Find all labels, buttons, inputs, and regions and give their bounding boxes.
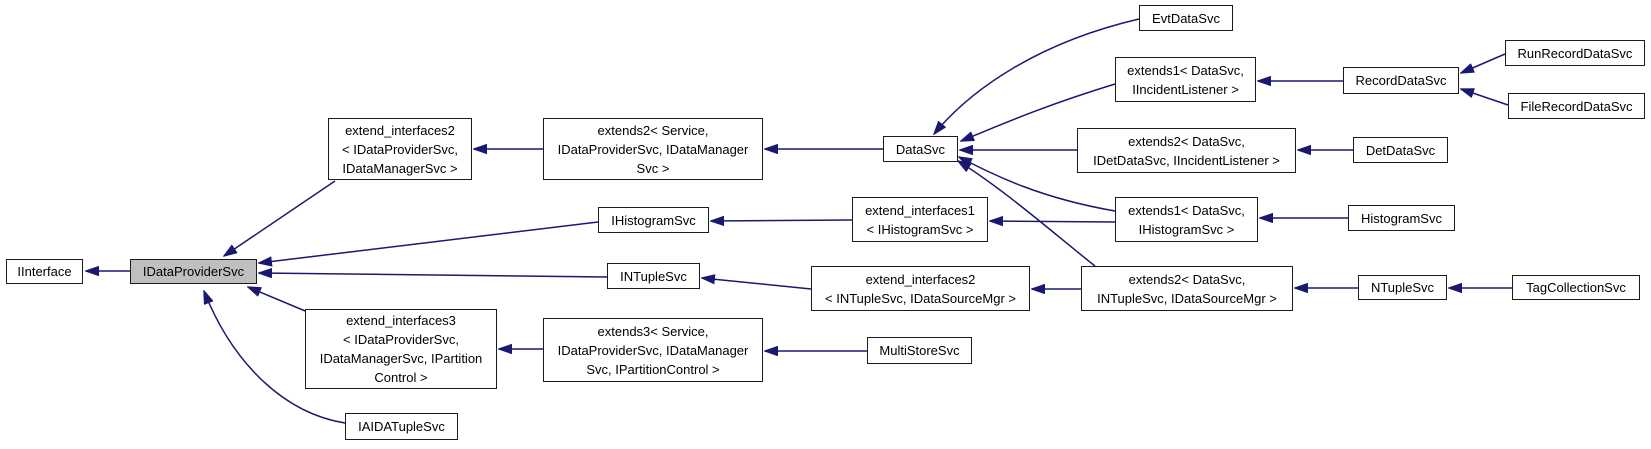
- class-node-extend-interfaces2-provider[interactable]: extend_interfaces2 < IDataProviderSvc, I…: [328, 118, 472, 180]
- edge-extendinterfaces1-to-ihistogramsvc: [711, 220, 853, 221]
- class-node-ihistogramsvc[interactable]: IHistogramSvc: [598, 207, 709, 233]
- class-node-recorddatasvc[interactable]: RecordDataSvc: [1343, 67, 1459, 94]
- class-node-datasvc[interactable]: DataSvc: [883, 136, 958, 162]
- class-node-extends2-ntuple[interactable]: extends2< DataSvc, INTupleSvc, IDataSour…: [1081, 266, 1293, 311]
- class-node-multistoresvc[interactable]: MultiStoreSvc: [867, 337, 972, 364]
- edge-runrecorddatasvc-to-recorddatasvc: [1461, 53, 1506, 73]
- class-node-extends3-service[interactable]: extends3< Service, IDataProviderSvc, IDa…: [543, 318, 763, 382]
- edge-extends1incident-to-datasvc: [961, 83, 1116, 141]
- edge-extendinterfaces2ntuple-to-intuplesvc: [702, 278, 812, 290]
- class-node-extend-interfaces1-histogram[interactable]: extend_interfaces1 < IHistogramSvc >: [852, 197, 988, 242]
- class-node-extends2-service-provider[interactable]: extends2< Service, IDataProviderSvc, IDa…: [543, 118, 763, 180]
- edge-extends1histogram-to-extendinterfaces1: [990, 221, 1116, 222]
- edge-evtdatasvc-to-datasvc: [934, 18, 1140, 134]
- class-node-detdatasvc[interactable]: DetDataSvc: [1353, 137, 1448, 163]
- edge-filerecorddatasvc-to-recorddatasvc: [1461, 89, 1509, 106]
- class-node-evtdatasvc[interactable]: EvtDataSvc: [1139, 5, 1233, 31]
- class-node-histogramsvc[interactable]: HistogramSvc: [1348, 205, 1455, 231]
- class-node-extends1-histogram[interactable]: extends1< DataSvc, IHistogramSvc >: [1115, 197, 1258, 242]
- edge-iaidatuplesvc-to-idataprovidersvc: [204, 291, 346, 424]
- edge-extends2ntuple-to-datasvc: [958, 161, 1096, 267]
- class-node-idataprovidersvc: IDataProviderSvc: [130, 259, 257, 284]
- edge-intuplesvc-to-idataprovidersvc: [259, 273, 608, 277]
- class-node-ntuplesvc[interactable]: NTupleSvc: [1358, 275, 1447, 300]
- class-node-intuplesvc[interactable]: INTupleSvc: [607, 263, 700, 289]
- class-node-runrecorddatasvc[interactable]: RunRecordDataSvc: [1505, 40, 1645, 66]
- class-node-extends2-det[interactable]: extends2< DataSvc, IDetDataSvc, IInciden…: [1077, 128, 1296, 173]
- edge-extends1histogram-to-datasvc: [959, 157, 1116, 212]
- class-node-extend-interfaces2-ntuple[interactable]: extend_interfaces2 < INTupleSvc, IDataSo…: [811, 266, 1030, 311]
- class-node-extends1-incident[interactable]: extends1< DataSvc, IIncidentListener >: [1115, 57, 1256, 102]
- edge-extendinterfaces2provider-to-idataprovidersvc: [224, 180, 336, 256]
- edge-ihistogramsvc-to-idataprovidersvc: [259, 221, 599, 263]
- class-node-iaidatuplesvc[interactable]: IAIDATupleSvc: [345, 413, 458, 440]
- class-node-filerecorddatasvc[interactable]: FileRecordDataSvc: [1508, 93, 1645, 119]
- class-node-iinterface[interactable]: IInterface: [6, 259, 83, 284]
- class-node-tagcollectionsvc[interactable]: TagCollectionSvc: [1512, 275, 1640, 300]
- class-node-extend-interfaces3[interactable]: extend_interfaces3 < IDataProviderSvc, I…: [305, 309, 497, 389]
- edge-extendinterfaces3-to-idataprovidersvc: [248, 287, 311, 314]
